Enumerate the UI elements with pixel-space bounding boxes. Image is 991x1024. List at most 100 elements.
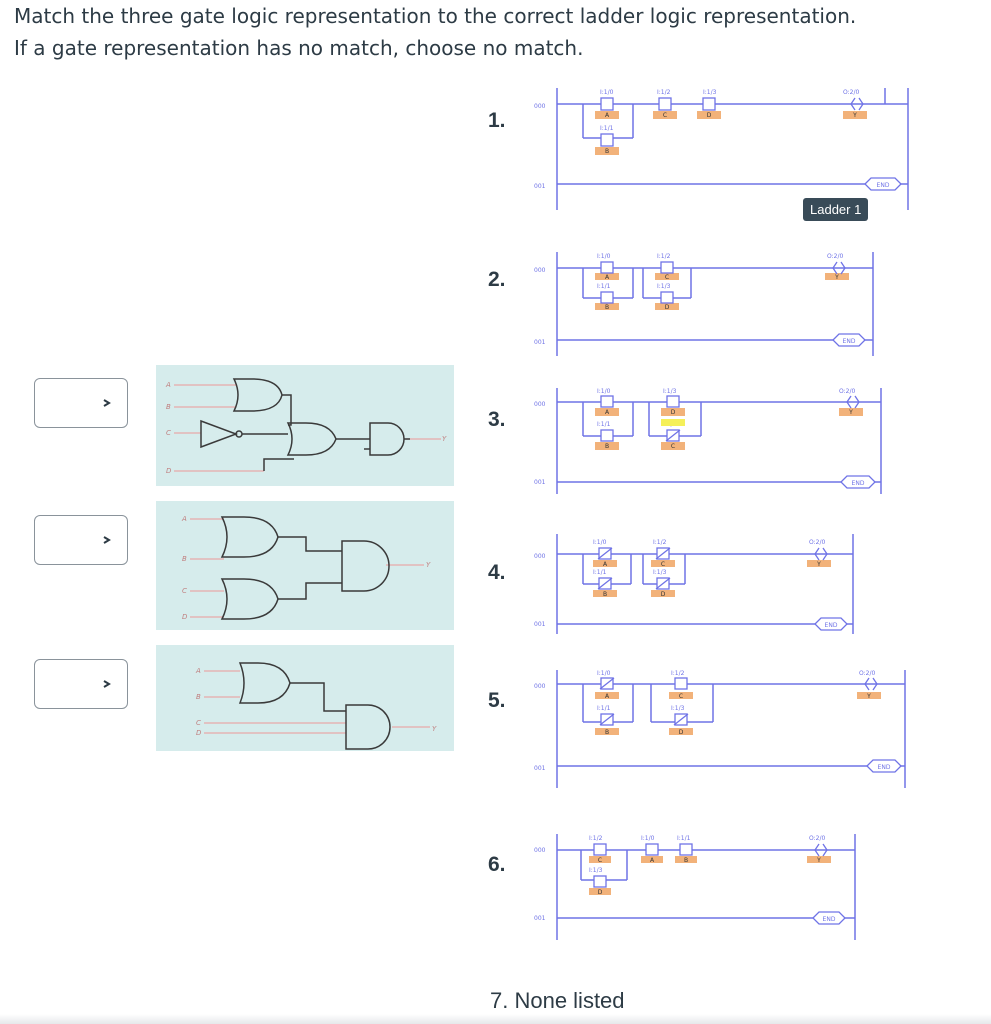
contact-tag-b: B	[605, 148, 609, 155]
contact-addr: I:1/2	[589, 835, 603, 842]
coil-tag-y: Y	[816, 561, 821, 568]
match-select-1[interactable]	[34, 378, 128, 428]
input-c-label: C	[166, 429, 171, 437]
input-d-label: D	[182, 613, 188, 621]
coil-tag-y: Y	[848, 409, 853, 416]
contact-addr: I:1/1	[597, 283, 611, 290]
bottom-edge	[0, 1014, 991, 1024]
contact-addr: I:1/1	[597, 705, 611, 712]
chevron-down-icon	[103, 536, 111, 544]
rung-000: 000	[534, 847, 546, 854]
contact-addr: I:1/0	[641, 835, 655, 842]
contact-tag-c: C	[598, 857, 602, 864]
rung-001: 001	[534, 621, 546, 628]
coil-addr: O:2/0	[809, 539, 825, 546]
contact-tag-c: C	[665, 274, 669, 281]
contact-tag-c: C	[661, 561, 665, 568]
ladder-diagram-5[interactable]: 000 001 I:1/0 I:1/1 I:1/2 I:1/3 O:2/0 A …	[525, 666, 910, 790]
question-line-1: Match the three gate logic representatio…	[14, 4, 857, 28]
contact-addr: I:1/0	[597, 388, 611, 395]
contact-tag-a: A	[650, 857, 655, 864]
contact-addr: I:1/0	[597, 670, 611, 677]
contact-tag-a: A	[605, 112, 610, 119]
input-c-label: C	[182, 587, 187, 595]
output-y-label: Y	[426, 561, 431, 569]
end-label: END	[823, 916, 836, 923]
input-a-label: A	[181, 515, 187, 523]
ladder-number-6: 6.	[488, 853, 506, 876]
rung-001: 001	[534, 915, 546, 922]
ladder-diagram-2[interactable]: 000 001 I:1/0 I:1/1 I:1/2 I:1/3 O:2/0 A …	[525, 248, 885, 358]
ladder-number-1: 1.	[488, 109, 506, 132]
input-a-label: A	[165, 381, 171, 389]
rung-000: 000	[534, 401, 546, 408]
chevron-down-icon	[103, 399, 111, 407]
contact-addr: I:1/1	[677, 835, 691, 842]
ladder-1-tooltip: Ladder 1	[803, 198, 869, 221]
coil-addr: O:2/0	[827, 253, 843, 260]
coil-addr: O:2/0	[859, 670, 875, 677]
input-b-label: B	[182, 555, 187, 563]
end-label: END	[843, 338, 856, 345]
contact-tag-d: D	[679, 729, 684, 736]
contact-tag-c: C	[679, 693, 683, 700]
contact-tag-a: A	[605, 274, 610, 281]
contact-tag-b: B	[684, 857, 688, 864]
ladder-diagram-4[interactable]: 000 001 I:1/0 I:1/1 I:1/2 I:1/3 O:2/0 A …	[525, 530, 865, 636]
contact-tag-a: A	[603, 561, 608, 568]
rung-001: 001	[534, 183, 546, 190]
match-select-3[interactable]	[34, 659, 128, 709]
rung-001: 001	[534, 765, 546, 772]
input-d-label: D	[166, 467, 172, 475]
contact-tag-d: D	[707, 112, 712, 119]
ladder-diagram-1[interactable]: 000 001 I:1/0 I:1/1 I:1/2 I:1/3 O:2/0 A …	[525, 84, 915, 212]
input-b-label: B	[196, 693, 201, 701]
output-y-label: Y	[432, 725, 437, 733]
contact-tag-a: A	[605, 409, 610, 416]
option-none-listed: 7. None listed	[490, 988, 625, 1013]
chevron-down-icon	[103, 680, 111, 688]
contact-addr: I:1/2	[671, 670, 685, 677]
rung-001: 001	[534, 339, 546, 346]
contact-addr: I:1/2	[657, 253, 671, 260]
rung-000: 000	[534, 683, 546, 690]
contact-addr: I:1/3	[657, 283, 671, 290]
coil-tag-y: Y	[834, 274, 839, 281]
ladder-number-4: 4.	[488, 561, 506, 584]
coil-tag-y: Y	[816, 857, 821, 864]
contact-tag-b: B	[605, 729, 609, 736]
contact-addr: I:1/1	[600, 125, 614, 132]
ladder-number-3: 3.	[488, 408, 506, 431]
ladder-diagram-6[interactable]: 000 001 I:1/2 I:1/3 I:1/0 I:1/1 O:2/0 C …	[525, 830, 865, 942]
contact-addr: I:1/2	[657, 89, 671, 96]
output-y-label: Y	[442, 435, 447, 443]
contact-addr: I:1/2	[653, 539, 667, 546]
contact-addr: I:1/3	[671, 705, 685, 712]
input-c-label: C	[196, 719, 201, 727]
contact-addr: I:1/0	[597, 253, 611, 260]
match-select-2[interactable]	[34, 515, 128, 565]
contact-addr: I:1/1	[593, 569, 607, 576]
input-a-label: A	[195, 667, 201, 675]
end-label: END	[852, 480, 865, 487]
rung-000: 000	[534, 103, 546, 110]
input-d-label: D	[196, 729, 202, 737]
contact-tag-b: B	[603, 591, 607, 598]
contact-addr: I:1/0	[593, 539, 607, 546]
contact-tag-b: B	[605, 304, 609, 311]
contact-tag-d: D	[671, 409, 676, 416]
coil-addr: O:2/0	[809, 835, 825, 842]
question-text: Match the three gate logic representatio…	[14, 0, 984, 64]
ladder-number-5: 5.	[488, 689, 506, 712]
input-b-label: B	[166, 403, 171, 411]
contact-addr: I:1/3	[663, 388, 677, 395]
contact-tag-d: D	[661, 591, 666, 598]
contact-tag-a: A	[605, 693, 610, 700]
contact-tag-b: B	[605, 443, 609, 450]
ladder-diagram-3[interactable]: 000 001 I:1/0 I:1/1 I:1/3 I:1/2 O:2/0 A …	[525, 384, 895, 496]
gate-diagram-3: A B C D Y	[156, 645, 454, 751]
rung-000: 000	[534, 267, 546, 274]
contact-tag-c: C	[663, 112, 667, 119]
end-label: END	[825, 622, 838, 629]
contact-addr: I:1/3	[703, 89, 717, 96]
